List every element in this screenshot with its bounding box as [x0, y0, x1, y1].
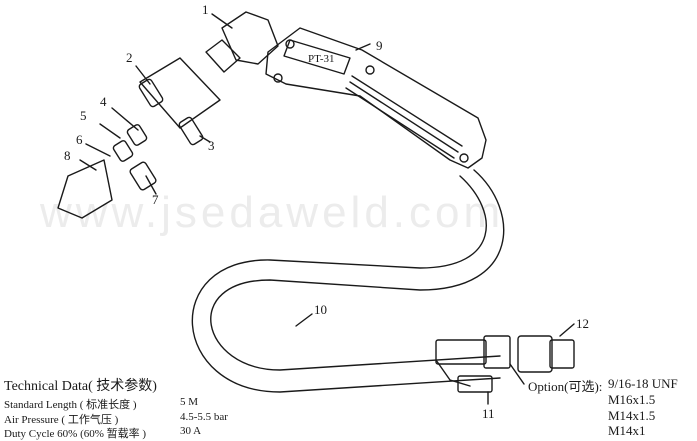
hose-outline-inner	[191, 175, 501, 393]
callout-5: 5	[80, 108, 87, 123]
leader-line	[111, 107, 139, 131]
part-tip	[178, 116, 204, 146]
leader-line	[99, 123, 121, 139]
leader-line	[559, 323, 575, 337]
callout-2: 2	[126, 50, 133, 65]
spec-value-duty-cycle: 30 A	[180, 425, 202, 437]
leader-line	[211, 13, 233, 29]
torch-body-rib	[351, 75, 463, 147]
spec-value-standard-length: 5 M	[180, 396, 199, 408]
spec-value-air-pressure: 4.5-5.5 bar	[180, 411, 228, 423]
callout-7: 7	[152, 192, 159, 207]
callout-11: 11	[482, 406, 495, 421]
option-value-3: M14x1.5	[608, 408, 656, 423]
leader-line	[509, 363, 525, 385]
part-nozzle	[57, 159, 113, 219]
watermark: www.jsedaweld.com	[40, 188, 505, 237]
leader-line	[295, 313, 313, 327]
torch-head	[221, 11, 279, 65]
leader-line	[355, 43, 371, 51]
option-value-1: 9/16-18 UNF	[608, 376, 678, 391]
torch-handle-plate	[283, 39, 351, 75]
screw	[285, 39, 295, 49]
gas-fitting	[457, 375, 493, 393]
spec-label-duty-cycle: Duty Cycle 60% (60% 暂载率 )	[4, 428, 147, 440]
leader-line	[135, 65, 151, 85]
hose-outline-outer	[210, 169, 505, 371]
callout-10: 10	[314, 302, 327, 317]
screw	[273, 73, 283, 83]
torch-nozzle-body	[139, 57, 221, 129]
part-swirl	[126, 124, 148, 146]
part-ring	[112, 140, 134, 162]
screw	[365, 65, 375, 75]
callout-8: 8	[64, 148, 71, 163]
callout-9: 9	[376, 38, 383, 53]
part-shield	[129, 161, 157, 191]
part-electrode	[138, 78, 164, 108]
leader-line	[85, 143, 111, 157]
spec-label-standard-length: Standard Length ( 标准长度 )	[4, 399, 137, 411]
hose-connector	[435, 339, 487, 365]
callout-4: 4	[100, 94, 107, 109]
callout-12: 12	[576, 316, 589, 331]
torch-body-rib	[345, 87, 455, 159]
head-connector	[205, 39, 241, 73]
option-value-2: M16x1.5	[608, 392, 656, 407]
spec-label-air-pressure: Air Pressure ( 工作气压 )	[4, 414, 119, 426]
torch-model-label: PT-31	[308, 53, 335, 65]
technical-data-title: Technical Data( 技术参数)	[4, 379, 157, 394]
adapter-nut	[517, 335, 553, 373]
torch-body-rib	[349, 81, 459, 153]
hose-nut	[483, 335, 511, 369]
screw	[459, 153, 469, 163]
leader-line	[79, 159, 97, 171]
callout-6: 6	[76, 132, 83, 147]
option-label: Option(可选):	[528, 379, 603, 394]
callout-3: 3	[208, 138, 215, 153]
torch-body	[265, 27, 487, 169]
gas-line	[435, 359, 471, 387]
callout-1: 1	[202, 2, 209, 17]
option-value-4: M14x1	[608, 423, 646, 438]
leader-line	[199, 135, 211, 143]
leader-line	[145, 175, 157, 195]
adapter-body	[549, 339, 575, 369]
